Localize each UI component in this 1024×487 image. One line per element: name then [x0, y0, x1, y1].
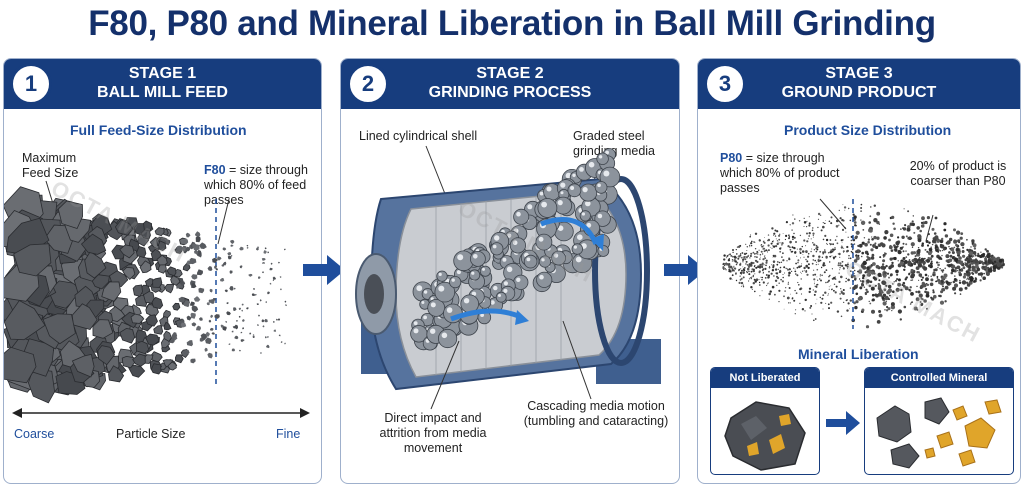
product-particles-graphic — [722, 198, 1005, 329]
stage-3-panel: 3 STAGE 3 GROUND PRODUCT Product Size Di… — [697, 58, 1021, 484]
max-feed-label: Maximum Feed Size — [22, 151, 79, 180]
page-title: F80, P80 and Mineral Liberation in Ball … — [88, 4, 936, 43]
impact-label: Direct impact and attrition from media m… — [379, 411, 487, 455]
stage-3-title-line1: STAGE 3 — [825, 65, 893, 82]
ball-mill-graphic — [355, 145, 661, 410]
stage-1-title-line2: BALL MILL FEED — [97, 84, 228, 101]
feed-distribution-heading: Full Feed-Size Distribution — [70, 122, 247, 138]
liberation-arrow-icon — [826, 411, 860, 435]
stage-3-number: 3 — [704, 63, 746, 105]
coarser-label: 20% of product is coarser than P80 — [909, 159, 1007, 188]
stage-2-title-line1: STAGE 2 — [476, 65, 544, 82]
stage-1-panel: 1 STAGE 1 BALL MILL FEED Full Feed-Size … — [3, 58, 322, 484]
feed-particles-graphic — [4, 180, 310, 418]
stage-1-number: 1 — [10, 63, 52, 105]
axis-particle-size-label: Particle Size — [116, 427, 186, 441]
liberated-particles-icon — [876, 397, 1002, 469]
stage-2-title-line2: GRINDING PROCESS — [428, 84, 592, 101]
not-liberated-title: Not Liberated — [711, 368, 819, 388]
axis-fine-label: Fine — [276, 427, 301, 441]
stage-1-title-line1: STAGE 1 — [128, 65, 197, 82]
stage-2-header: 2 STAGE 2 GRINDING PROCESS — [341, 59, 679, 109]
stage-3-header: 3 STAGE 3 GROUND PRODUCT — [698, 59, 1020, 109]
liberation-heading: Mineral Liberation — [798, 346, 919, 362]
stage-2-number: 2 — [347, 63, 389, 105]
product-distribution-heading: Product Size Distribution — [784, 122, 952, 138]
controlled-liberation-box: Controlled Mineral Liberation — [864, 367, 1014, 475]
p80-label: P80 = size through which 80% of product … — [720, 151, 840, 196]
cascade-label: Cascading media motion (tumbling and cat… — [523, 399, 669, 428]
f80-label: F80 = size through which 80% of feed pas… — [204, 163, 314, 208]
flow-arrow-icon-2 — [664, 255, 706, 285]
controlled-liberation-title: Controlled Mineral Liberation — [865, 368, 1013, 404]
p80-term: P80 — [720, 151, 743, 165]
f80-definition: = size through which 80% of feed passes — [204, 163, 308, 207]
axis-coarse-label: Coarse — [14, 427, 55, 441]
locked-ore-icon — [724, 401, 806, 471]
stage-1-header: 1 STAGE 1 BALL MILL FEED — [4, 59, 321, 109]
shell-label: Lined cylindrical shell — [359, 129, 478, 143]
stage-2-panel: 2 STAGE 2 GRINDING PROCESS Lined cylindr… — [340, 58, 680, 484]
stage-3-title-line2: GROUND PRODUCT — [781, 84, 937, 101]
not-liberated-box: Not Liberated — [710, 367, 820, 475]
f80-term: F80 — [204, 163, 226, 177]
flow-arrow-icon — [303, 255, 345, 285]
p80-definition: = size through which 80% of product pass… — [720, 151, 840, 195]
